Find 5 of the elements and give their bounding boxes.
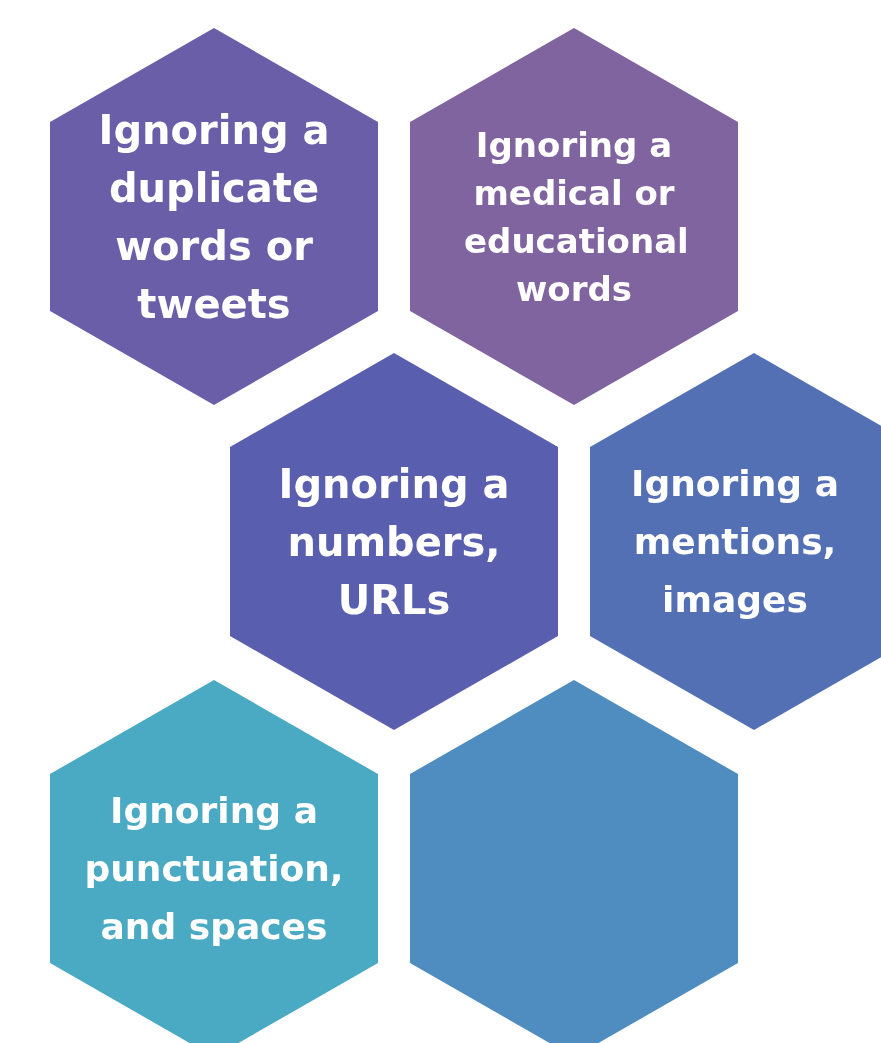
hexagon-text: Ignoring a duplicate words or tweets	[97, 106, 331, 329]
hexagon-text: Ignoring a punctuation, and spaces	[84, 789, 344, 949]
hexagon-text: Ignoring a mentions, images	[630, 462, 840, 622]
hexagon-text: Ignoring a medical or educational words	[464, 124, 684, 311]
hexagon-text: Ignoring a numbers, URLs	[277, 460, 511, 625]
